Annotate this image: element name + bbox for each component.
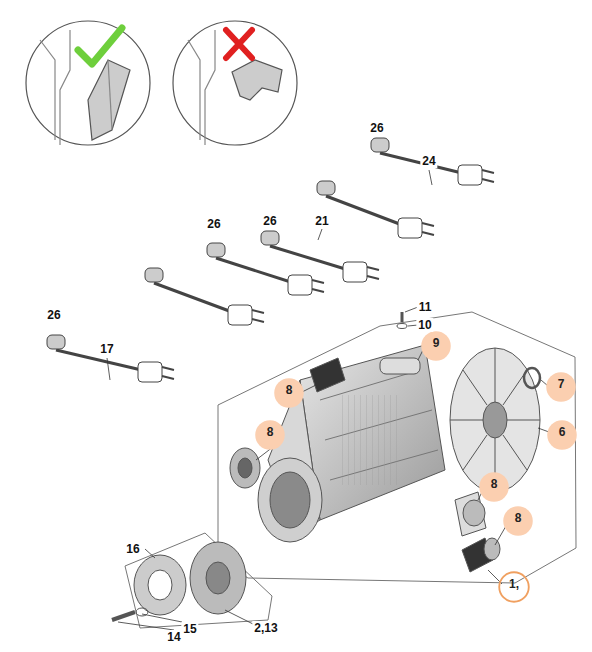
part-number: 26 [205,217,222,231]
callout-circle: 6 [546,419,578,451]
part-number: 26 [45,308,62,322]
part-number: 26 [261,214,278,228]
callout-number: 9 [420,330,452,356]
part-number: 24 [420,154,437,168]
callout-number: 6 [546,419,578,445]
callout-number: 7 [545,371,577,397]
callout-circle: 8 [273,377,305,409]
callout-number: 1, [498,571,530,597]
callout-circle: 8 [254,419,286,451]
part-number: 21 [313,214,330,228]
callout-circle: 7 [545,371,577,403]
part-number: 14 [165,630,182,644]
callout-number: 8 [273,377,305,403]
callout-number: 8 [478,471,510,497]
part-number: 17 [98,342,115,356]
callout-circle: 9 [420,330,452,362]
callout-circle: 8 [502,505,534,537]
callout-circle: 8 [478,471,510,503]
part-number: 26 [368,121,385,135]
part-number: 2,13 [252,621,279,635]
callout-number: 8 [502,505,534,531]
callout-number: 8 [254,419,286,445]
part-number: 16 [124,542,141,556]
part-number: 15 [181,622,198,636]
part-number: 10 [416,318,433,332]
part-number: 11 [417,300,434,314]
callout-circle: 1, [498,571,530,603]
